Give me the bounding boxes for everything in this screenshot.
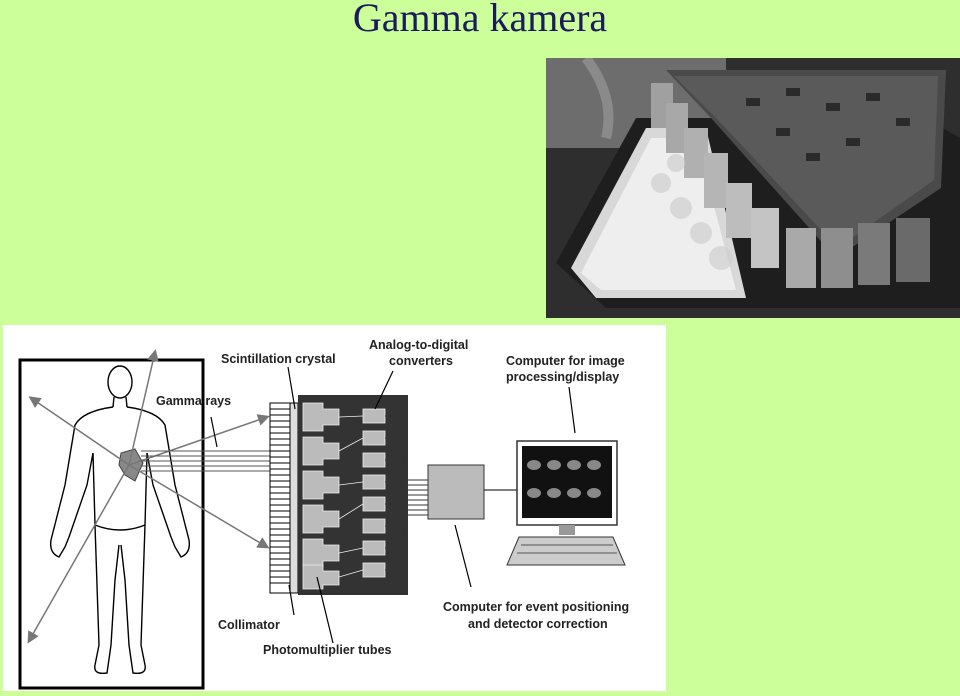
label-gamma-rays: Gamma rays [156, 394, 231, 408]
display-computer [506, 440, 626, 566]
label-computer-image-line2: processing/display [506, 370, 619, 384]
event-computer-box [427, 464, 485, 520]
scintillation-crystal [289, 402, 299, 594]
gamma-camera-photo-drawing [546, 58, 960, 318]
gamma-camera-diagram: Scintillation crystal Analog-to-digital … [3, 325, 666, 691]
gamma-camera-photo [546, 58, 960, 318]
slide-title: Gamma kamera [352, 0, 608, 40]
diagram-canvas: Scintillation crystal Analog-to-digital … [18, 338, 629, 690]
label-computer-image-line1: Computer for image [506, 354, 625, 368]
human-figure [49, 365, 191, 675]
label-collimator: Collimator [218, 618, 280, 632]
photomultiplier-tubes [302, 402, 340, 590]
patient-frame [18, 358, 205, 690]
label-computer-event-line2: and detector correction [468, 617, 608, 631]
label-scintillation-crystal: Scintillation crystal [221, 352, 336, 366]
label-adc-line2: converters [389, 354, 453, 368]
label-photomultiplier-tubes: Photomultiplier tubes [263, 643, 392, 657]
label-computer-event-line1: Computer for event positioning [443, 600, 629, 614]
label-adc-line1: Analog-to-digital [369, 338, 468, 352]
collimator [269, 402, 291, 594]
